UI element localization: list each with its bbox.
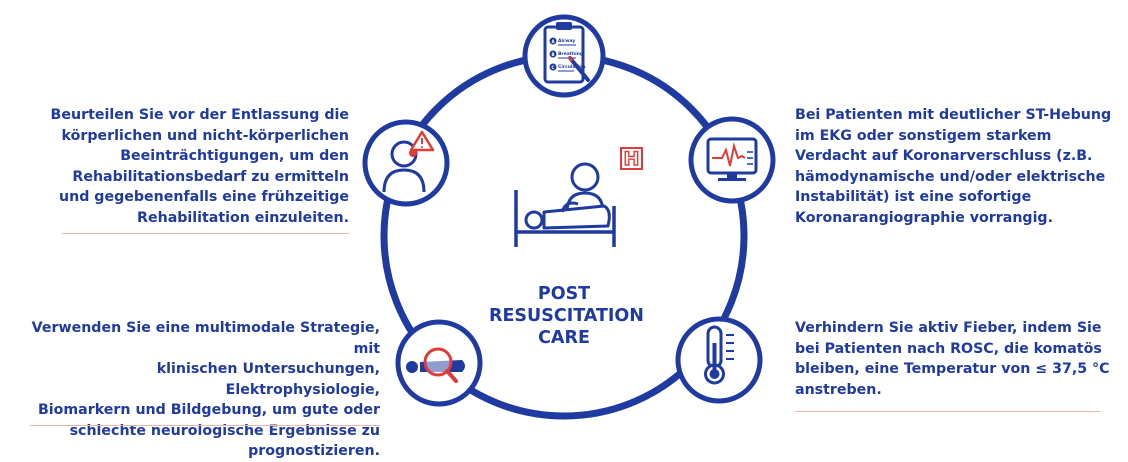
item-b-letter: B [551, 52, 554, 57]
checklist-node: A B C Airway Breathing Circulation [522, 14, 606, 98]
checklist-item-airway: Airway [558, 38, 575, 44]
hospital-sign-icon: H [620, 147, 643, 171]
prognosis-node [395, 319, 483, 407]
rehab-text: Beurteilen Sie vor der Entlassung die kö… [50, 107, 349, 226]
prognosis-divider [30, 425, 380, 426]
patient-bed-icon [514, 162, 616, 247]
center-title-line3: CARE [538, 328, 590, 348]
center-title-line2: RESUSCITATION [489, 306, 644, 326]
patient-magnifier-icon [406, 347, 465, 383]
coronary-text: Bei Patienten mit deutlicher ST-Hebung i… [795, 107, 1112, 226]
clipboard-icon: A B C Airway Breathing Circulation [543, 22, 586, 84]
post-resuscitation-diagram: A B C Airway Breathing Circulation [362, 14, 776, 420]
magnifier-icon [423, 347, 453, 377]
coronary-node [688, 116, 776, 204]
temperature-text: Verhindern Sie aktiv Fieber, indem Sie b… [795, 320, 1110, 398]
prognosis-text: Verwenden Sie eine multimodale Strategie… [31, 320, 380, 459]
temperature-node [675, 316, 763, 404]
person-warning-icon [382, 130, 435, 193]
center-title-line1: POST [537, 284, 591, 304]
checklist-item-breathing: Breathing [558, 51, 583, 57]
ecg-monitor-icon [706, 137, 758, 181]
hospital-letter: H [624, 148, 640, 170]
item-a-letter: A [551, 39, 555, 44]
rehab-node [362, 119, 450, 207]
temperature-divider [795, 411, 1100, 412]
item-c-letter: C [552, 65, 555, 70]
rehab-divider [62, 233, 349, 234]
thermometer-icon [704, 325, 734, 385]
checklist-item-circulation: Circulation [558, 64, 586, 70]
pen-icon [567, 56, 590, 82]
center-title: POST RESUSCITATION CARE [489, 283, 644, 349]
